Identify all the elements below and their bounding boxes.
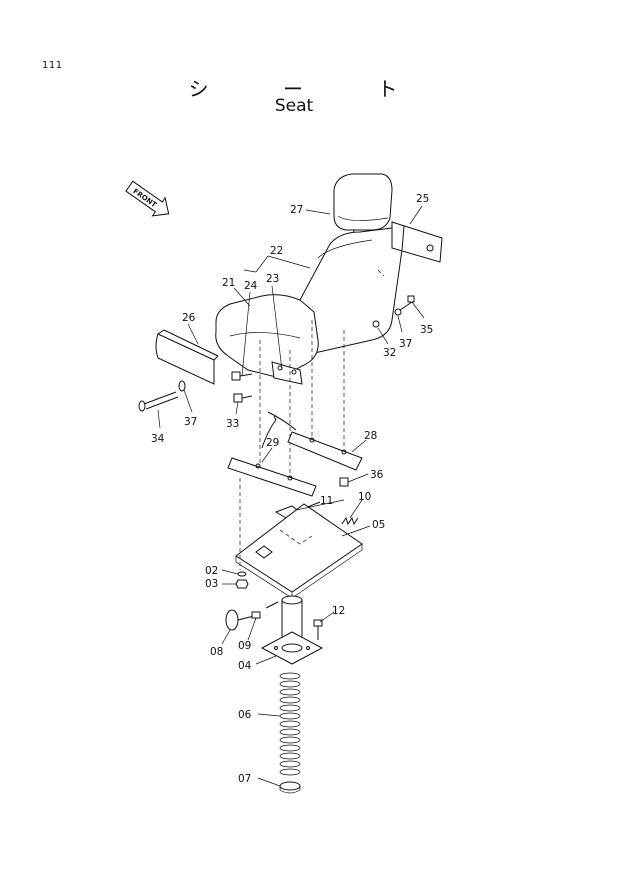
part-label: 28 <box>364 430 377 442</box>
part-label: 06 <box>238 709 252 721</box>
assembly-lines-upper <box>259 320 345 478</box>
title-japanese: シ ー ト <box>188 77 432 101</box>
part-label: 34 <box>151 433 165 445</box>
part-label: 04 <box>238 660 252 672</box>
part-labels: 27 25 22 21 23 24 26 35 37 32 34 37 33 2… <box>151 193 433 785</box>
part-label: 22 <box>270 245 283 257</box>
leader-lines <box>157 205 425 787</box>
mounting-plate <box>235 503 363 599</box>
cap-07 <box>279 781 301 794</box>
part-label: 23 <box>266 273 279 285</box>
part-label: 26 <box>182 312 196 324</box>
part-label: 05 <box>372 519 385 531</box>
seat-cushion <box>215 294 319 385</box>
part-label: 12 <box>332 605 345 617</box>
bolt-33 <box>233 393 253 403</box>
part-label: 24 <box>244 280 258 292</box>
part-label: 21 <box>222 277 235 289</box>
part-label: 32 <box>383 347 396 359</box>
part-label: 08 <box>210 646 223 658</box>
part-label: 33 <box>226 418 239 430</box>
bolt-35 <box>372 295 415 328</box>
part-label: 27 <box>290 204 303 216</box>
armrest-right <box>391 221 443 263</box>
washer-02 <box>237 571 247 577</box>
part-label: 37 <box>399 338 412 350</box>
title-english: Seat <box>274 96 314 116</box>
part-label: 36 <box>370 469 384 481</box>
part-label: 37 <box>184 416 197 428</box>
armrest-left <box>155 329 219 385</box>
bolt-34 <box>138 380 186 412</box>
part-label: 09 <box>238 640 251 652</box>
pedestal-column <box>260 595 324 665</box>
part-label: 25 <box>416 193 429 205</box>
spring-10 <box>341 516 359 526</box>
seat-rail-left <box>227 415 317 497</box>
bolt-12 <box>313 619 323 640</box>
page-number: 111 <box>42 60 63 71</box>
part-label: 10 <box>358 491 371 503</box>
nut-36 <box>339 477 349 487</box>
part-label: 35 <box>420 324 433 336</box>
part-label: 02 <box>205 565 218 577</box>
front-arrow-icon: FRONT <box>125 180 170 217</box>
nut-03 <box>235 579 249 589</box>
knob-08 <box>225 609 255 631</box>
part-label: 29 <box>266 437 279 449</box>
screw-09 <box>251 601 279 619</box>
spring-06 <box>279 672 301 776</box>
part-label: 07 <box>238 773 251 785</box>
seat-rail-right <box>267 411 363 471</box>
part-label: 11 <box>320 495 333 507</box>
part-label: 03 <box>205 578 218 590</box>
